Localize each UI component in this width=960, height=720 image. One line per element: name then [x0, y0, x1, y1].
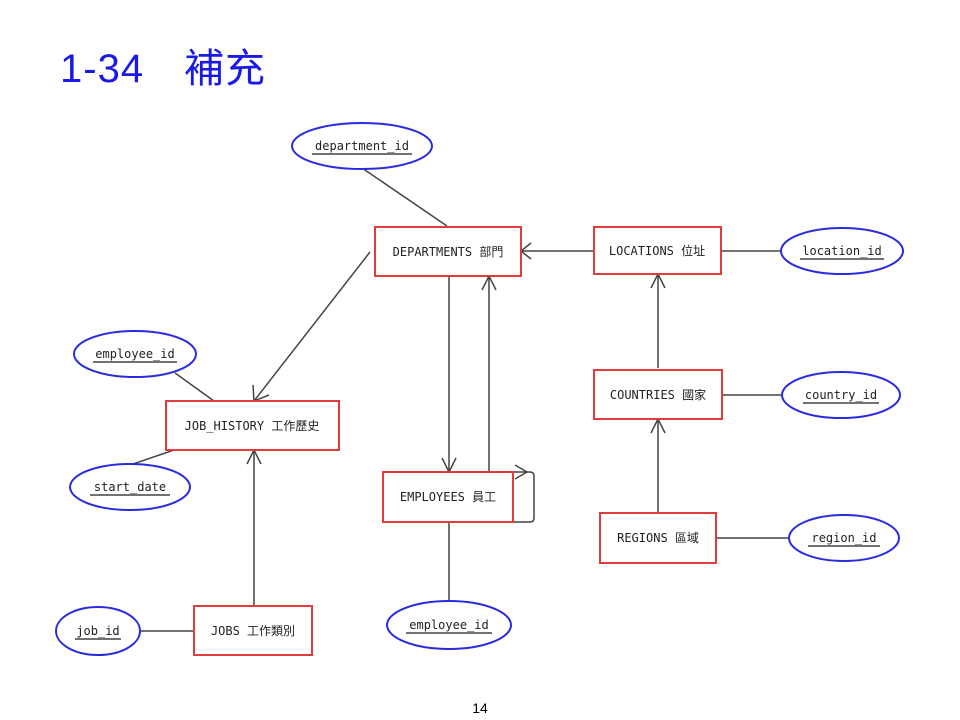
entity-departments: DEPARTMENTS 部門 [374, 226, 522, 277]
entity-departments-label: DEPARTMENTS 部門 [393, 244, 504, 259]
title-number: 1-34 [60, 47, 145, 91]
attribute-location-id: location_id [780, 227, 904, 275]
line-employees-self [513, 471, 535, 523]
entity-employees: EMPLOYEES 員工 [382, 471, 514, 523]
attribute-region-id: region_id [788, 514, 900, 562]
attribute-start-date: start_date [69, 463, 191, 511]
attribute-department-id: department_id [291, 122, 433, 170]
entity-job-history-label: JOB_HISTORY 工作歷史 [185, 419, 320, 433]
line-history-employee-id [174, 372, 215, 402]
attribute-country-id: country_id [781, 371, 901, 419]
entity-locations-label: LOCATIONS 位址 [609, 243, 705, 258]
entity-regions-label: REGIONS 區域 [617, 531, 699, 545]
entity-jobs-label: JOBS 工作類別 [211, 624, 295, 638]
page-number: 14 [472, 700, 488, 716]
attribute-start-date-label: start_date [94, 480, 166, 494]
title-text: 補充 [184, 47, 267, 91]
entity-job-history: JOB_HISTORY 工作歷史 [165, 400, 340, 451]
crowfoot-employees-self [514, 464, 529, 480]
line-department-id [361, 167, 448, 227]
attribute-location-id-label: location_id [802, 244, 881, 258]
entity-countries-label: COUNTRIES 國家 [610, 387, 706, 402]
attribute-job-id-label: job_id [76, 624, 119, 638]
entity-regions: REGIONS 區域 [599, 512, 717, 564]
line-departments-job-history [253, 251, 371, 402]
entity-locations: LOCATIONS 位址 [593, 226, 722, 275]
slide-title: 1-34 補充 [60, 36, 266, 94]
attribute-job-id: job_id [55, 606, 141, 656]
entity-jobs: JOBS 工作類別 [193, 605, 313, 656]
entity-employees-label: EMPLOYEES 員工 [400, 490, 496, 504]
attribute-history-employee-id-label: employee_id [95, 347, 174, 361]
attribute-department-id-label: department_id [315, 139, 409, 153]
entity-countries: COUNTRIES 國家 [593, 369, 723, 420]
attribute-region-id-label: region_id [811, 531, 876, 545]
attribute-employee-id: employee_id [386, 600, 512, 650]
attribute-country-id-label: country_id [805, 388, 877, 402]
attribute-history-employee-id: employee_id [73, 330, 197, 378]
attribute-employee-id-label: employee_id [409, 618, 488, 632]
